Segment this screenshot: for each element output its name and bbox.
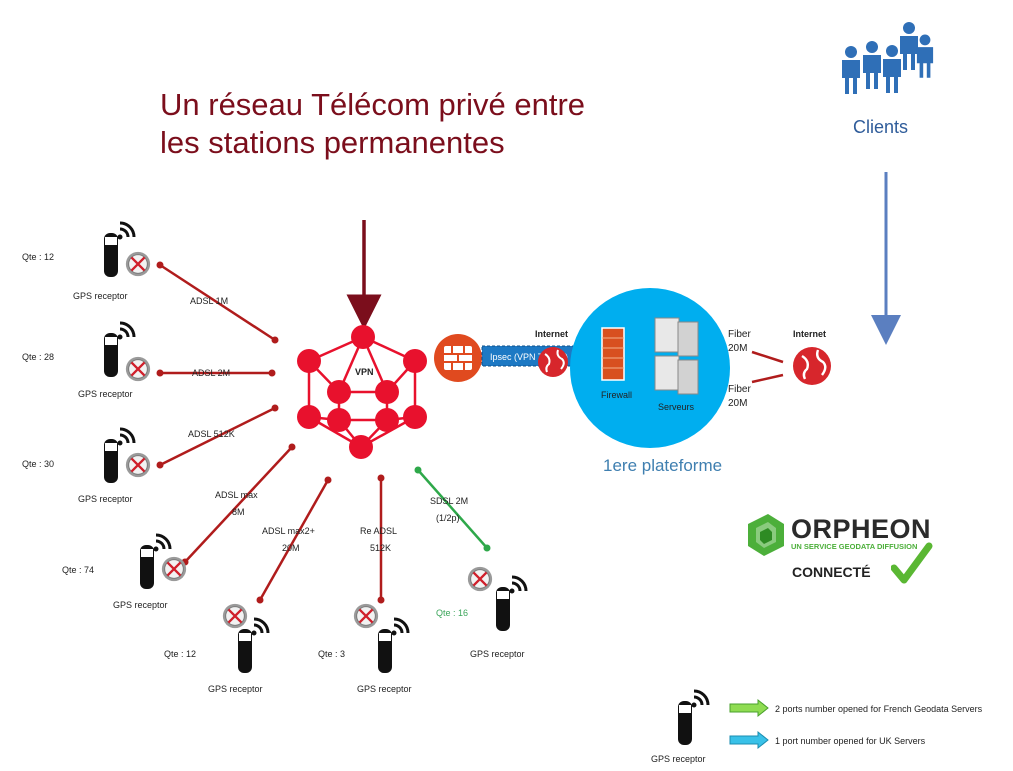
router-icon [352, 602, 380, 630]
orpheon-logo [748, 514, 784, 556]
gps-antenna-icon [102, 427, 136, 485]
station-qty: Qte : 74 [62, 565, 94, 575]
link-line-5 [258, 479, 330, 601]
link-line-1 [159, 263, 276, 342]
fiber1-line1: Fiber [728, 329, 751, 340]
platform-cloud: Firewall Serveurs [570, 288, 730, 448]
station-2: Qte : 28 GPS receptor ADSL 2M [22, 321, 230, 399]
gps-antenna-icon [236, 617, 270, 675]
people-icon [842, 22, 934, 94]
link-label-line2: 512K [370, 543, 391, 553]
page-title-text: Un réseau Télécom privé entre les statio… [160, 86, 585, 162]
blue-arrow-icon [729, 730, 769, 750]
link-label: ADSL 512K [188, 429, 235, 439]
router-icon [124, 451, 152, 479]
link-label: ADSL 1M [190, 296, 228, 306]
platform-label: 1ere plateforme [603, 456, 723, 475]
station-qty: Qte : 30 [22, 459, 54, 469]
station-receptor: GPS receptor [73, 291, 128, 301]
station-receptor: GPS receptor [78, 494, 133, 504]
legend-receptor-label: GPS receptor [651, 754, 706, 764]
firewall-icon [601, 327, 625, 381]
orpheon-badge: ORPHEON UN SERVICE GEODATA DIFFUSION CON… [735, 502, 938, 588]
link-line-3 [159, 406, 276, 467]
globe-icon: Internet [535, 329, 568, 377]
orpheon-name: ORPHEON [791, 514, 932, 544]
orpheon-subtitle: UN SERVICE GEODATA DIFFUSION [791, 542, 918, 551]
station-5: Qte : 12 GPS receptor ADSL max2+ 20M [164, 526, 315, 694]
legend-green-text: 2 ports number opened for French Geodata… [775, 704, 983, 714]
router-icon [160, 555, 188, 583]
fiber-links [751, 350, 784, 384]
station-4: Qte : 74 GPS receptor ADSL max 8M [62, 490, 258, 610]
internet-label-left: Internet [535, 329, 568, 339]
title-line-1: Un réseau Télécom privé entre [160, 87, 586, 122]
clients-label: Clients [853, 117, 909, 137]
link-label-line1: SDSL 2M [430, 496, 468, 506]
internet-label-right: Internet [793, 329, 826, 339]
checkmark-icon [891, 542, 933, 584]
orpheon-status: CONNECTÉ [792, 564, 871, 580]
servers-label: Serveurs [658, 402, 695, 412]
station-qty: Qte : 12 [164, 649, 196, 659]
station-qty: Qte : 3 [318, 649, 345, 659]
link-line-7 [417, 469, 488, 549]
fiber2-line1: Fiber [728, 384, 751, 395]
fiber2-line2: 20M [728, 398, 747, 409]
firewall-icon [434, 334, 482, 382]
station-qty: Qte : 12 [22, 252, 54, 262]
link-label-line2: (1/2p) [436, 513, 460, 523]
title-line-2: les stations permanentes [160, 125, 505, 160]
legend: GPS receptor 2 ports number opened for F… [651, 689, 983, 764]
gps-antenna-icon [676, 689, 710, 747]
link-label-line1: Re ADSL [360, 526, 397, 536]
link-label-line1: ADSL max [215, 490, 258, 500]
station-receptor: GPS receptor [78, 389, 133, 399]
station-receptor: GPS receptor [208, 684, 263, 694]
link-endpoint-7a [414, 466, 422, 474]
link-label: ADSL 2M [192, 368, 230, 378]
station-qty: Qte : 16 [436, 608, 468, 618]
gps-antenna-icon [376, 617, 410, 675]
link-label-line2: 20M [282, 543, 300, 553]
router-icon [221, 602, 249, 630]
station-1: Qte : 12 GPS receptor ADSL 1M [22, 221, 228, 306]
vpn-mesh: VPN [297, 325, 427, 459]
link-label-line2: 8M [232, 507, 245, 517]
station-qty: Qte : 28 [22, 352, 54, 362]
fiber1-line2: 20M [728, 343, 747, 354]
firewall-label: Firewall [601, 390, 632, 400]
station-links [159, 263, 383, 601]
router-icon [124, 355, 152, 383]
link-line-4 [184, 446, 293, 563]
tunnel-label: Ipsec (VPN Tunnel) [490, 352, 568, 362]
server-icon [654, 317, 699, 395]
station-3: Qte : 30 GPS receptor ADSL 512K [22, 427, 235, 504]
link-label-line1: ADSL max2+ [262, 526, 315, 536]
link-endpoints [156, 261, 385, 604]
station-6: Qte : 3 GPS receptor Re ADSL 512K [318, 526, 412, 694]
router-icon [124, 250, 152, 278]
station-receptor: GPS receptor [113, 600, 168, 610]
router-icon [466, 565, 494, 593]
station-7: Qte : 16 GPS receptor SDSL 2M (1/2p) [430, 496, 528, 659]
link-endpoint-7b [483, 544, 491, 552]
gps-antenna-icon [494, 575, 528, 633]
vpn-label: VPN [355, 367, 374, 377]
station-receptor: GPS receptor [470, 649, 525, 659]
green-arrow-icon [729, 698, 769, 718]
legend-blue-text: 1 port number opened for UK Servers [775, 736, 926, 746]
station-receptor: GPS receptor [357, 684, 412, 694]
globe-icon: Internet [793, 329, 831, 385]
